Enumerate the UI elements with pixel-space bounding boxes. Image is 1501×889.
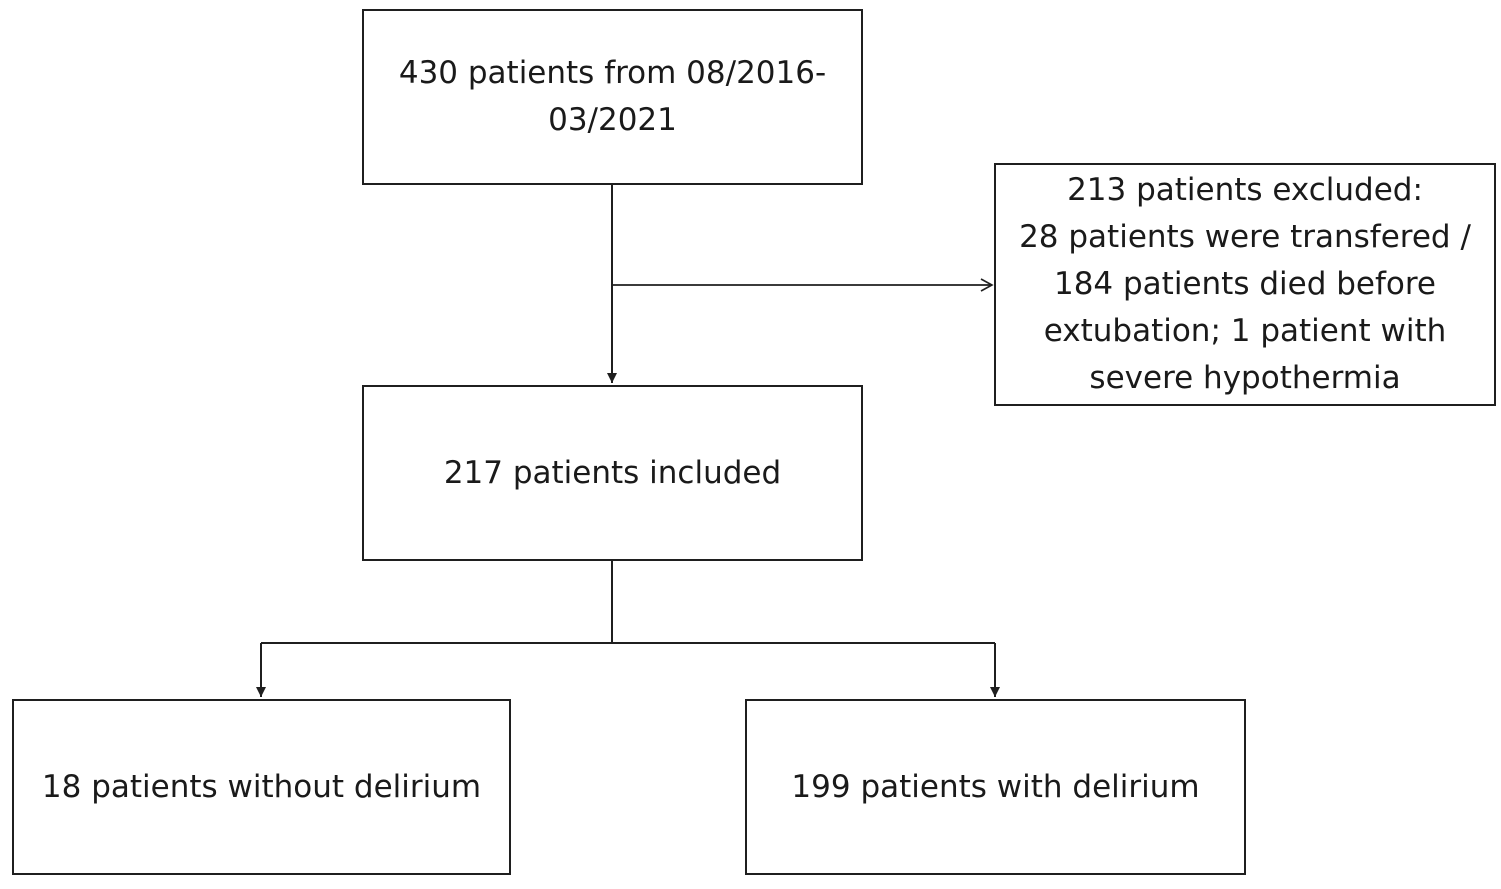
start-box-text: 430 patients from 08/2016-03/2021 (398, 55, 827, 138)
start-box: 430 patients from 08/2016-03/2021 (362, 9, 863, 185)
included-box-text: 217 patients included (443, 454, 782, 491)
excluded-line: 28 patients were transfered / (1019, 219, 1471, 255)
without-delirium-box: 18 patients without delirium (12, 699, 511, 875)
excluded-box-text: 213 patients excluded: 28 patients were … (1019, 167, 1471, 402)
included-box: 217 patients included (362, 385, 863, 561)
excluded-line: 184 patients died before (1053, 266, 1436, 302)
excluded-line: severe hypothermia (1089, 360, 1401, 396)
excluded-box: 213 patients excluded: 28 patients were … (994, 163, 1496, 406)
without-delirium-box-text: 18 patients without delirium (41, 768, 482, 805)
with-delirium-box: 199 patients with delirium (745, 699, 1246, 875)
excluded-line: 213 patients excluded: (1067, 172, 1423, 208)
excluded-line: extubation; 1 patient with (1043, 313, 1447, 349)
with-delirium-box-text: 199 patients with delirium (791, 768, 1200, 805)
